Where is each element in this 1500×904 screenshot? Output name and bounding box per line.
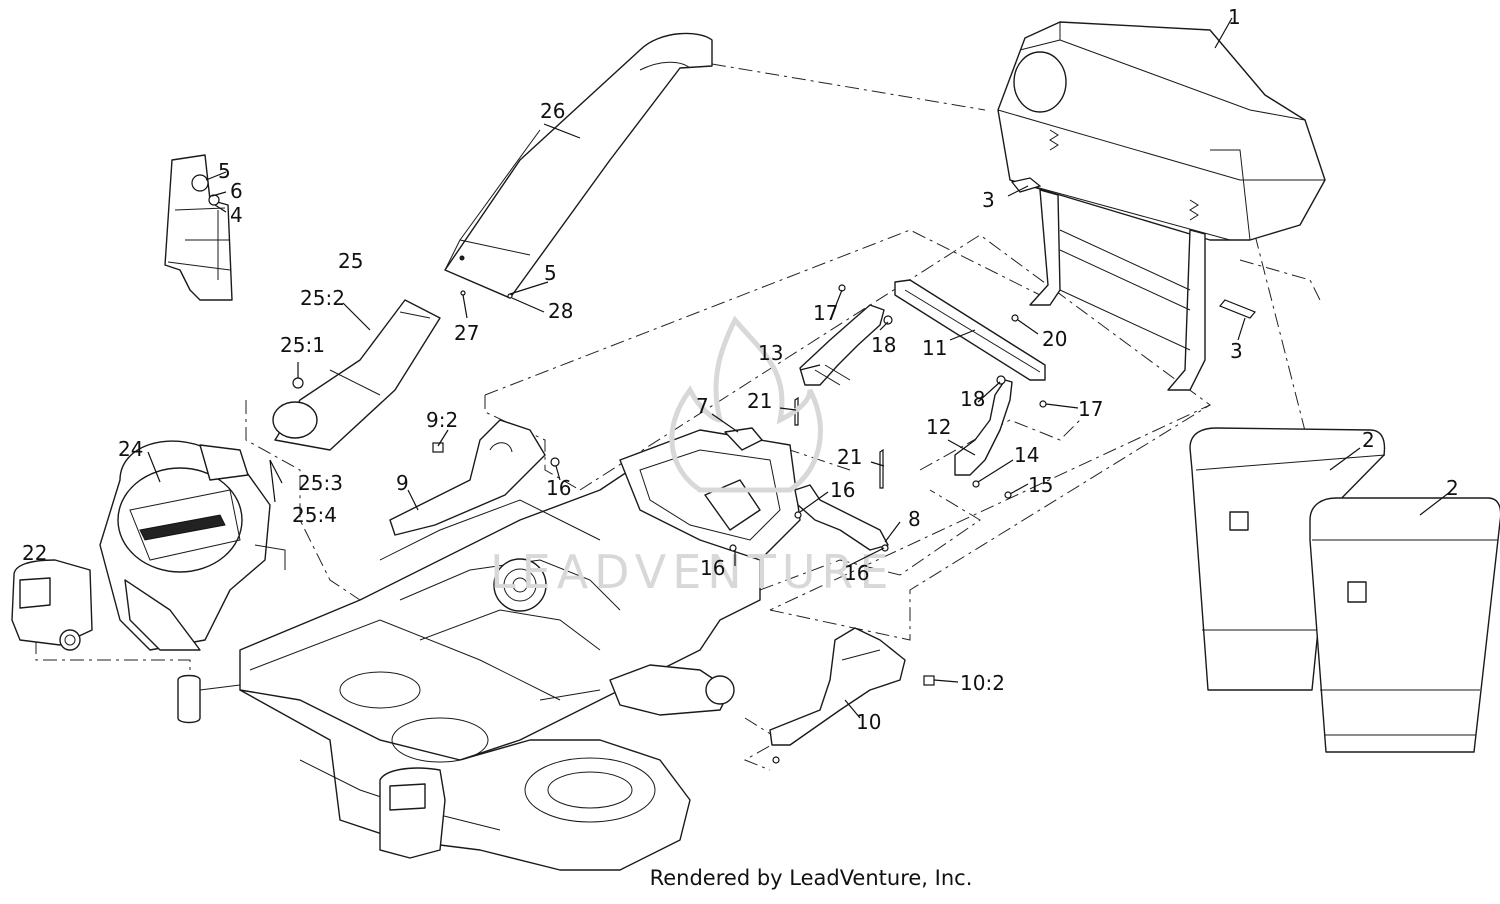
callout-21-a: 21 (747, 389, 772, 413)
pin-3-left (1010, 177, 1042, 193)
callout-4: 4 (230, 203, 243, 227)
screw-27 (460, 290, 466, 296)
chute-detail (164, 154, 233, 301)
bracket-10 (769, 627, 906, 746)
callout-25-3: 25:3 (298, 471, 343, 495)
lower-hose (272, 299, 441, 451)
callout-28: 28 (548, 299, 573, 323)
callout-10: 10 (856, 710, 881, 734)
watermark-text: LEADVENTURE (490, 545, 895, 599)
callout-3-right: 3 (1230, 339, 1243, 363)
leader-lines (147, 17, 1451, 719)
render-credit: Rendered by LeadVenture, Inc. (649, 866, 973, 890)
callout-27: 27 (454, 321, 479, 345)
pin-3-right (1219, 299, 1256, 319)
crossbar-11 (894, 279, 1046, 381)
callout-12: 12 (926, 415, 951, 439)
callout-2-right: 2 (1446, 476, 1459, 500)
callout-16-c: 16 (700, 556, 725, 580)
bag-right (1309, 497, 1500, 753)
callout-18-b: 18 (960, 387, 985, 411)
blower-housing (99, 440, 286, 651)
bolt-14 (972, 480, 980, 488)
watermark: LEADVENTURE (490, 315, 895, 599)
callout-10-2: 10:2 (960, 671, 1005, 695)
mower-frame (177, 429, 801, 871)
assembly-lines (35, 63, 1341, 771)
nut-16b (794, 511, 802, 519)
callout-16-b: 16 (830, 478, 855, 502)
callout-25: 25 (338, 249, 363, 273)
nut-16d (881, 544, 889, 552)
deck-cover-front (379, 767, 446, 859)
clamp-25-1 (292, 377, 304, 389)
callout-16-a: 16 (546, 476, 571, 500)
nut-15 (1004, 491, 1012, 499)
callout-7: 7 (696, 394, 709, 418)
bag-left (1189, 427, 1386, 691)
callout-24: 24 (118, 437, 143, 461)
callout-6: 6 (230, 179, 243, 203)
upper-hose (444, 32, 713, 299)
hopper-assembly (997, 21, 1326, 391)
bolt-17b (1039, 400, 1047, 408)
callout-9: 9 (396, 471, 409, 495)
nut-18b (996, 375, 1006, 385)
callout-8: 8 (908, 507, 921, 531)
callout-26: 26 (540, 99, 565, 123)
tab-10-2 (923, 675, 935, 686)
callout-16-d: 16 (844, 561, 869, 585)
callout-18-a: 18 (871, 333, 896, 357)
nut-16a (550, 457, 560, 467)
bolt-20 (1011, 314, 1019, 322)
screw-28 (507, 293, 513, 299)
bracket-8 (794, 484, 889, 551)
bolt-21b (879, 448, 884, 489)
nut-18a (883, 315, 893, 325)
callout-9-2: 9:2 (426, 408, 458, 432)
bracket-9 (389, 419, 546, 536)
bracket-7 (724, 427, 763, 451)
screw-10-bottom (772, 756, 780, 764)
callout-15: 15 (1028, 473, 1053, 497)
callout-25-1: 25:1 (280, 333, 325, 357)
bracket-13 (799, 304, 885, 386)
callout-22: 22 (22, 541, 47, 565)
callout-1: 1 (1228, 5, 1241, 29)
callout-5-hose: 5 (544, 261, 557, 285)
callout-3-left: 3 (982, 188, 995, 212)
callout-11: 11 (922, 336, 947, 360)
callout-25-4: 25:4 (292, 503, 337, 527)
callout-17-a: 17 (813, 301, 838, 325)
deck-cover (11, 559, 93, 651)
callout-14: 14 (1014, 443, 1039, 467)
callout-2-left: 2 (1362, 428, 1375, 452)
nut-16c (729, 544, 737, 552)
callouts: 1 2 2 3 3 4 5 5 6 7 8 9 9:2 10 10:2 11 1… (22, 5, 1459, 734)
callout-20: 20 (1042, 327, 1067, 351)
callout-5-chute: 5 (218, 159, 231, 183)
callout-13: 13 (758, 341, 783, 365)
callout-25-2: 25:2 (300, 286, 345, 310)
callout-17-b: 17 (1078, 397, 1103, 421)
tab-9-2 (432, 442, 444, 453)
callout-21-b: 21 (837, 445, 862, 469)
